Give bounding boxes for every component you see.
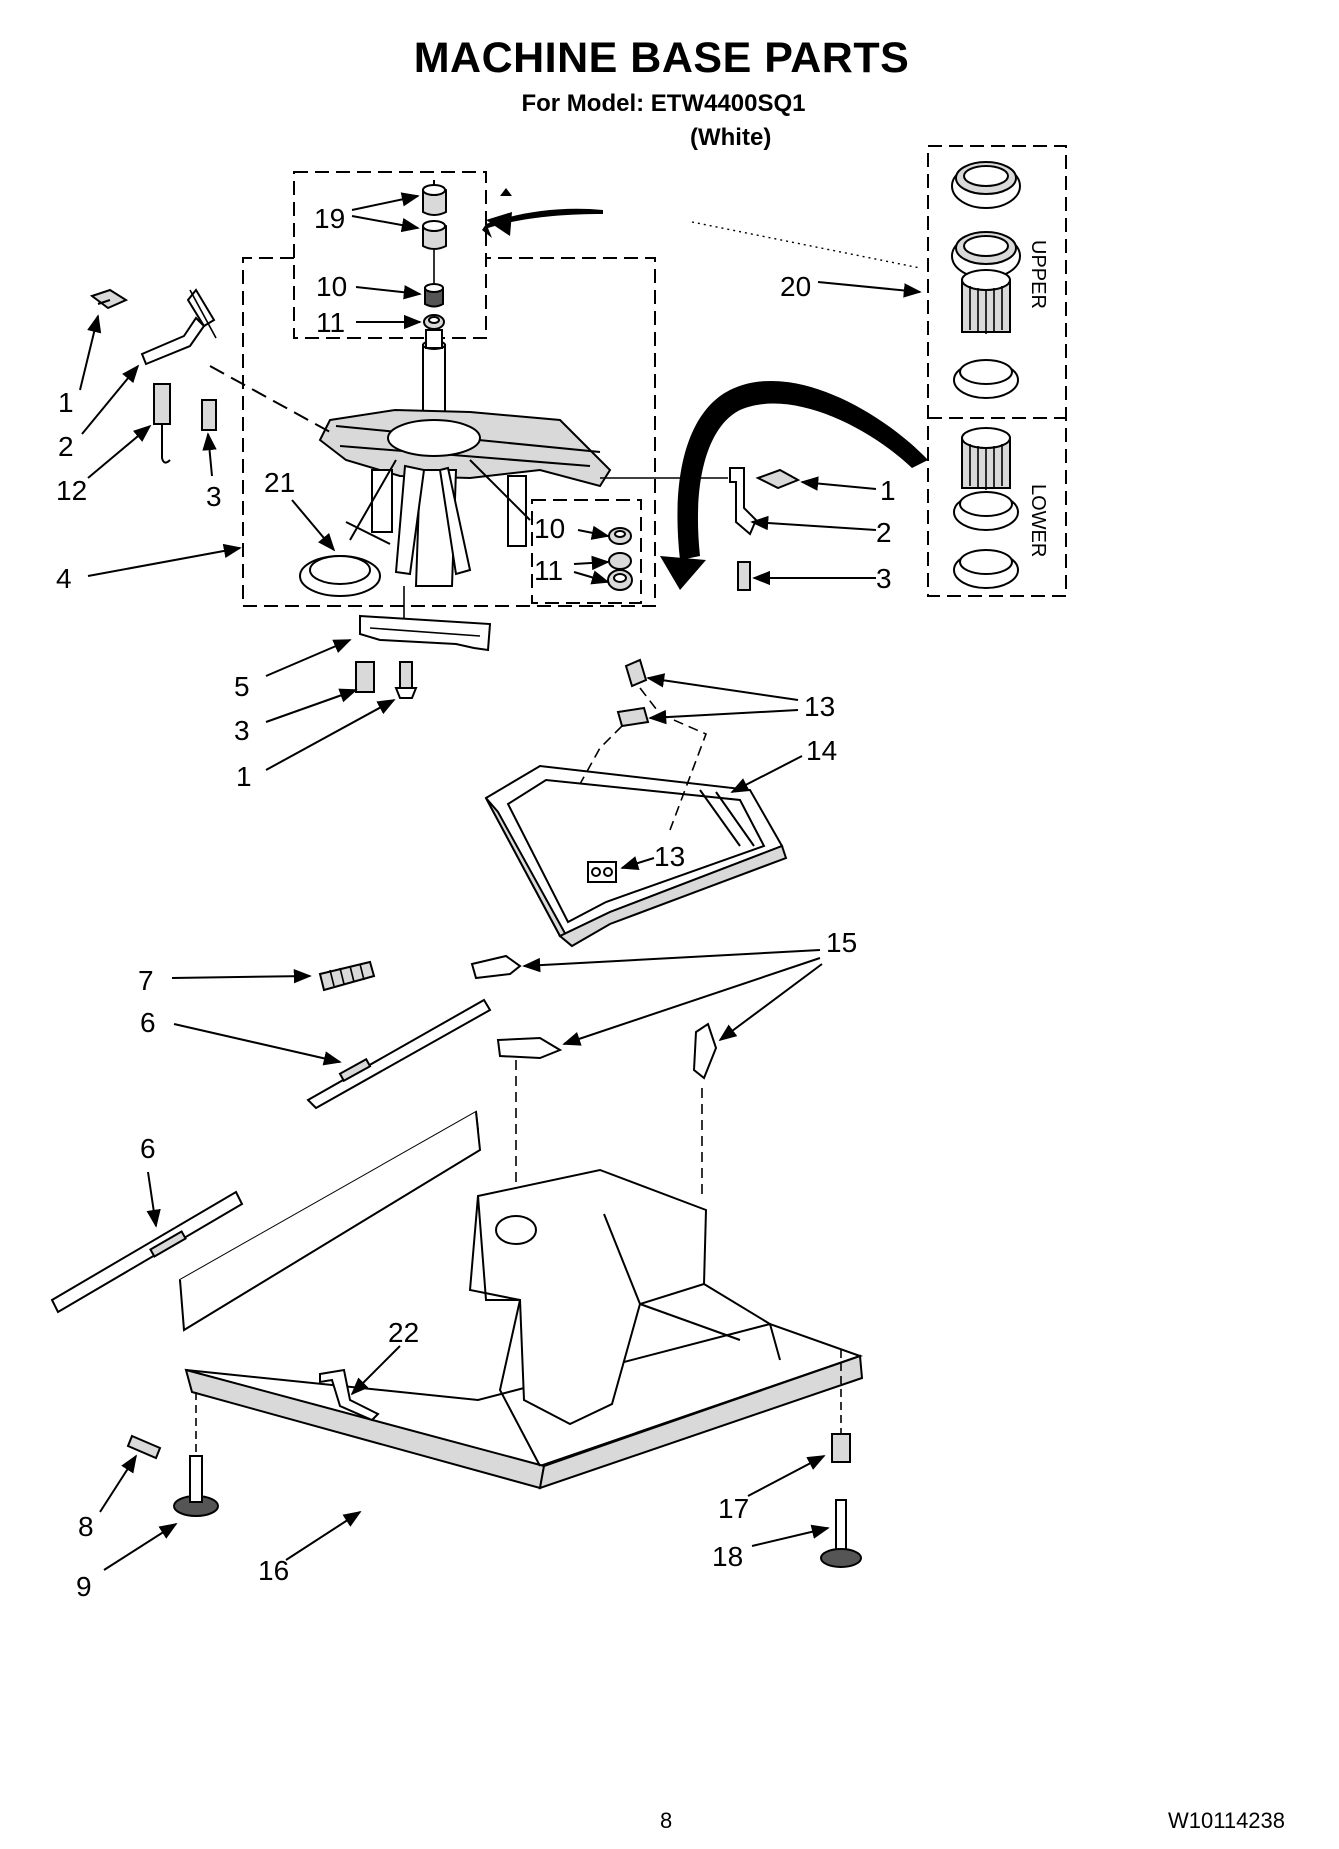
document-number: W10114238 bbox=[1168, 1808, 1286, 1833]
callout-17: 17 bbox=[718, 1493, 749, 1524]
callout-15: 15 bbox=[826, 927, 857, 958]
kit-upper-seal bbox=[953, 359, 1019, 399]
callout-labels: 19 10 11 20 1 2 12 3 21 4 10 11 1 2 3 5 … bbox=[56, 203, 896, 1602]
callout-20: 20 bbox=[780, 271, 811, 302]
suspension-group-box bbox=[242, 257, 656, 607]
spring-3-left bbox=[201, 399, 217, 431]
callout-6-lower: 6 bbox=[140, 1133, 156, 1164]
screw-1-left bbox=[89, 288, 129, 310]
kit-lower-gear bbox=[961, 427, 1011, 490]
screw-1-lower bbox=[394, 661, 418, 699]
bracket-2-right bbox=[729, 467, 758, 536]
callout-10-upper: 10 bbox=[316, 271, 347, 302]
spring-3-lower bbox=[355, 661, 375, 693]
callout-22: 22 bbox=[388, 1317, 419, 1348]
bushing-10-upper bbox=[424, 283, 444, 308]
callout-2-right: 2 bbox=[876, 517, 892, 548]
bar-6-lower bbox=[50, 1190, 244, 1314]
clip-13-frame bbox=[587, 861, 617, 883]
small-triangle-mark bbox=[500, 188, 512, 196]
bushing-11-lower-a bbox=[608, 552, 632, 570]
callout-11-upper: 11 bbox=[316, 307, 345, 338]
kit-leader-line bbox=[691, 221, 921, 269]
spring-7 bbox=[318, 960, 376, 992]
kit-upper-label: UPPER bbox=[1027, 240, 1049, 309]
kit-upper-gear bbox=[961, 269, 1011, 334]
callout-13-top: 13 bbox=[804, 691, 835, 722]
callout-19: 19 bbox=[314, 203, 345, 234]
machine-base-16 bbox=[178, 1110, 864, 1490]
kit-upper-ring-1 bbox=[951, 161, 1021, 209]
callout-2-left: 2 bbox=[58, 431, 74, 462]
callout-1-right: 1 bbox=[880, 475, 896, 506]
callout-3-lower: 3 bbox=[234, 715, 250, 746]
kit-lower-seal-2 bbox=[953, 549, 1019, 589]
callout-1-left: 1 bbox=[58, 387, 74, 418]
bushing-10-lower bbox=[608, 527, 632, 545]
callout-1-lower: 1 bbox=[236, 761, 252, 792]
callout-4: 4 bbox=[56, 563, 72, 594]
bearing-kit-box bbox=[927, 145, 1067, 597]
callout-5: 5 bbox=[234, 671, 250, 702]
leveling-leg-18 bbox=[820, 1499, 862, 1568]
clip-13-top bbox=[624, 658, 648, 688]
bracket-leader-left bbox=[209, 365, 331, 433]
big-arrow-lower bbox=[677, 380, 928, 560]
bushing-11-lower-b bbox=[607, 569, 633, 591]
color-line: (White) bbox=[690, 124, 772, 151]
clip-leader bbox=[639, 687, 708, 831]
drive-shaft bbox=[422, 329, 446, 426]
callout-9: 9 bbox=[76, 1571, 92, 1602]
pad-15-b bbox=[496, 1036, 563, 1060]
callout-21: 21 bbox=[264, 467, 295, 498]
page-title: MACHINE BASE PARTS bbox=[413, 34, 910, 82]
pad-15-a bbox=[470, 954, 522, 980]
callout-3-left: 3 bbox=[206, 481, 222, 512]
bracket-2-left bbox=[140, 288, 217, 366]
clip-13-mid bbox=[616, 706, 650, 728]
callout-6-upper: 6 bbox=[140, 1007, 156, 1038]
callout-16: 16 bbox=[258, 1555, 289, 1586]
foot-9 bbox=[173, 1392, 219, 1517]
lower-bushing-box bbox=[531, 499, 642, 604]
callout-3-right: 3 bbox=[876, 563, 892, 594]
big-arrow-upper bbox=[482, 208, 603, 238]
bushing-19-lower bbox=[422, 220, 447, 250]
upper-bushing-box bbox=[293, 171, 487, 339]
model-line: For Model: ETW4400SQ1 bbox=[521, 90, 806, 117]
callout-arrows bbox=[79, 192, 922, 1571]
bracket-5 bbox=[359, 614, 492, 652]
bar-6-upper bbox=[306, 998, 492, 1110]
big-arrow-lower-head bbox=[660, 556, 706, 590]
callout-10-lower: 10 bbox=[534, 513, 565, 544]
kit-lower-seal-1 bbox=[953, 491, 1019, 531]
big-arrow-upper-head bbox=[486, 212, 512, 236]
callout-7: 7 bbox=[138, 965, 154, 996]
kit-lower-label: LOWER bbox=[1027, 484, 1049, 557]
spacer-17 bbox=[831, 1350, 851, 1463]
callout-12: 12 bbox=[56, 475, 87, 506]
callout-11-lower: 11 bbox=[534, 555, 563, 586]
callout-8: 8 bbox=[78, 1511, 94, 1542]
page-number: 8 bbox=[660, 1808, 673, 1833]
spring-12 bbox=[153, 383, 171, 464]
spring-3-right bbox=[737, 561, 751, 591]
bushing-19-upper bbox=[422, 180, 447, 216]
screw-1-right bbox=[755, 468, 801, 490]
callout-14: 14 bbox=[806, 735, 837, 766]
pad-15-c bbox=[692, 1022, 718, 1080]
seal-21 bbox=[299, 521, 391, 597]
top-frame-14 bbox=[484, 764, 788, 948]
pin-8 bbox=[126, 1434, 162, 1460]
hook-22 bbox=[319, 1368, 380, 1422]
callout-13-frame: 13 bbox=[654, 841, 685, 872]
bushing-11-upper bbox=[423, 314, 445, 330]
suspension-spider bbox=[318, 408, 612, 587]
callout-18: 18 bbox=[712, 1541, 743, 1572]
